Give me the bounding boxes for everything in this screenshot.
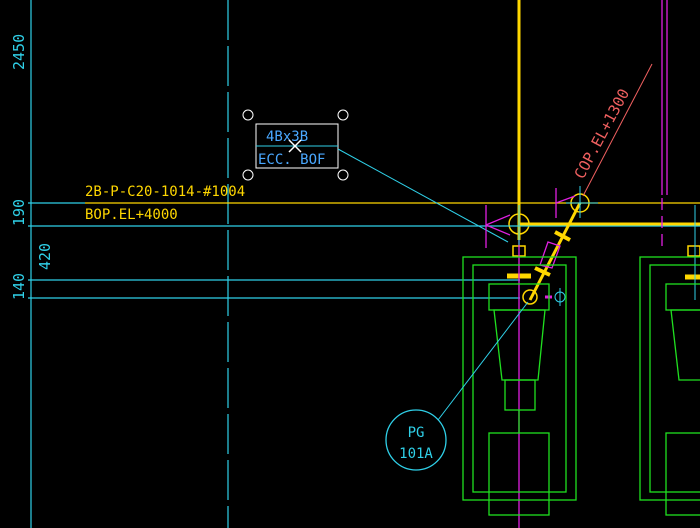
cop-label[interactable]: COP.EL+1300 bbox=[571, 63, 653, 197]
insertion-point-x-icon bbox=[288, 139, 302, 153]
pipe-line-number[interactable]: 2B-P-C20-1014-#1004 bbox=[85, 184, 245, 200]
dimension-140: 140 bbox=[10, 273, 28, 300]
instrument-number: 101A bbox=[399, 446, 433, 462]
dimension-190: 190 bbox=[10, 199, 28, 226]
dimension-2450: 2450 bbox=[10, 34, 28, 70]
reducer-type: ECC. BOF bbox=[258, 152, 325, 168]
valve-symbols bbox=[485, 0, 668, 528]
instrument-type: PG bbox=[408, 425, 425, 441]
reducer-size: 4Bx3B bbox=[266, 129, 308, 145]
instrument-balloon-pg-101a[interactable]: PG 101A bbox=[385, 301, 529, 471]
grip-handles[interactable] bbox=[242, 109, 349, 181]
reducer-leader bbox=[337, 148, 509, 243]
reducer-tag[interactable]: 4Bx3B ECC. BOF bbox=[242, 109, 509, 243]
dimension-420: 420 bbox=[36, 243, 54, 270]
pump-101a[interactable] bbox=[462, 256, 577, 516]
dimension-lines bbox=[28, 0, 700, 528]
pipes bbox=[507, 0, 700, 305]
pipe-elevation[interactable]: BOP.EL+4000 bbox=[85, 207, 178, 223]
pump-101b[interactable] bbox=[639, 256, 700, 516]
cop-elevation-text: COP.EL+1300 bbox=[571, 86, 634, 182]
